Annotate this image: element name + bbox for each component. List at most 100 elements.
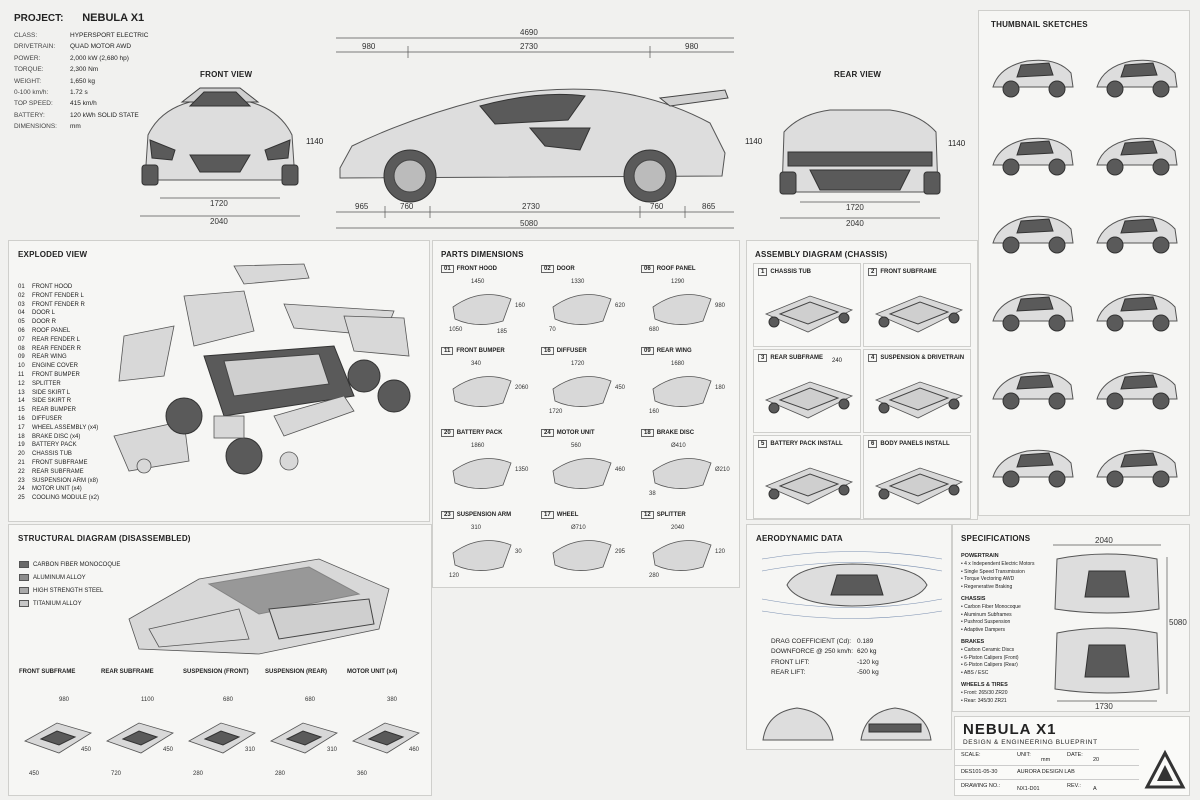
legend-item: CARBON FIBER MONOCOQUE (19, 559, 120, 572)
exploded-item-label: DIFFUSER (32, 415, 62, 422)
exploded-item-label: BRAKE DISC (x4) (32, 433, 81, 440)
spec-item: • ABS / ESC (961, 670, 1053, 678)
lab-name: AURORA DESIGN LAB (1017, 769, 1075, 775)
assembly-cell-number: 2 (868, 268, 878, 276)
aero-key: DOWNFORCE @ 250 km/h: (771, 648, 854, 656)
exploded-item-label: FRONT FENDER L (32, 292, 84, 299)
side-view-drawing: 4690 980 2730 980 965 760 2730 760 865 5… (336, 28, 734, 229)
subassembly-dim: 310 (245, 747, 256, 753)
spec-dim-width: 2040 (1095, 536, 1113, 545)
parts-dim-label: 340 (471, 361, 482, 367)
spec-bullet: • (961, 689, 965, 696)
parts-dim-label: 2060 (515, 385, 529, 391)
parts-dim-label: 1720 (549, 409, 563, 415)
parts-cell-number: 02 (541, 265, 554, 273)
assembly-cell-drawing (874, 295, 964, 333)
exploded-item-label: DOOR L (32, 310, 56, 317)
aero-value: 620 kg (857, 648, 877, 656)
subassembly-dim: 360 (357, 771, 368, 777)
subassembly-title: MOTOR UNIT (x4) (347, 669, 398, 675)
spec-dim-length: 5080 (1169, 618, 1187, 627)
exploded-item-label: SPLITTER (32, 380, 61, 387)
spec-bullet: • (961, 670, 964, 677)
spec-item-text: 6-Piston Calipers (Front) (964, 654, 1019, 661)
thumbnail-sketch (992, 371, 1074, 410)
thumbnail-sketch (992, 137, 1074, 176)
aero-row: DOWNFORCE @ 250 km/h:620 kg (771, 647, 879, 657)
scale-label: SCALE: (961, 752, 981, 758)
project-spec-value: 2,300 Nm (70, 66, 99, 74)
exploded-item-number: 09 (18, 354, 25, 361)
parts-dim-label: 450 (615, 385, 626, 391)
thumbnail-panel: THUMBNAIL SKETCHES (978, 10, 1190, 516)
parts-dim-label: Ø710 (571, 525, 586, 531)
date-label: DATE: (1067, 752, 1083, 758)
thumbnail-sketch (1096, 137, 1178, 176)
front-dim-height: 1140 (306, 137, 324, 146)
subassembly-dim: 680 (223, 697, 234, 703)
project-name: NEBULA X1 (82, 12, 145, 24)
parts-cell-label: BATTERY PACK (456, 430, 503, 436)
parts-dim-label: 1290 (671, 279, 685, 285)
parts-cell-number: 09 (641, 347, 654, 355)
spec-item: • Adaptive Dampers (961, 627, 1053, 635)
parts-dimensions-title: PARTS DIMENSIONS (441, 250, 524, 259)
exploded-item-number: 03 (18, 301, 25, 308)
project-spec-row: 0-100 km/h:1.72 s (14, 87, 164, 98)
unit-label: UNIT: (1017, 752, 1031, 758)
spec-item: • Aluminum Subframes (961, 612, 1053, 620)
exploded-item-number: 15 (18, 407, 25, 414)
project-spec-value: QUAD MOTOR AWD (70, 43, 132, 51)
spec-bullet: • (961, 584, 965, 591)
project-spec-value: 1,650 kg (70, 77, 95, 85)
project-spec-value: 415 km/h (70, 100, 97, 108)
spec-item-text: Adaptive Dampers (963, 627, 1006, 634)
parts-dim-label: 280 (649, 573, 660, 579)
project-spec-key: TORQUE: (14, 66, 44, 74)
exploded-item-label: ROOF PANEL (32, 327, 71, 334)
thumbnail-sketch (992, 215, 1074, 254)
thumbnail-sketch (1096, 59, 1178, 98)
spec-item-text: Pushrod Suspension (964, 619, 1011, 626)
aero-key: REAR LIFT: (771, 669, 806, 677)
front-dim-2040: 2040 (210, 217, 228, 226)
drawing-no-value: NX1-D01 (1017, 786, 1040, 792)
spec-bullet: • (961, 654, 965, 661)
legend-label: HIGH STRENGTH STEEL (33, 588, 104, 594)
project-spec-value: 2,000 kW (2,680 hp) (70, 54, 129, 62)
spec-group-heading: BRAKES (961, 638, 985, 645)
assembly-cell-label: CHASSIS TUB (770, 269, 812, 275)
parts-cell-label: WHEEL (556, 512, 579, 518)
side-dim-760b: 760 (650, 202, 664, 211)
spec-item-text: Rear: 345/30 ZR21 (964, 697, 1007, 704)
exploded-item-number: 20 (18, 451, 25, 458)
parts-dim-label: 1680 (671, 361, 685, 367)
parts-dim-label: 1330 (571, 279, 585, 285)
subassembly-dim: 460 (409, 747, 420, 753)
project-spec-row: TORQUE: 2,300 Nm (14, 64, 164, 75)
exploded-item-label: ENGINE COVER (32, 363, 79, 370)
spec-item-text: Torque Vectoring AWD (964, 576, 1015, 583)
